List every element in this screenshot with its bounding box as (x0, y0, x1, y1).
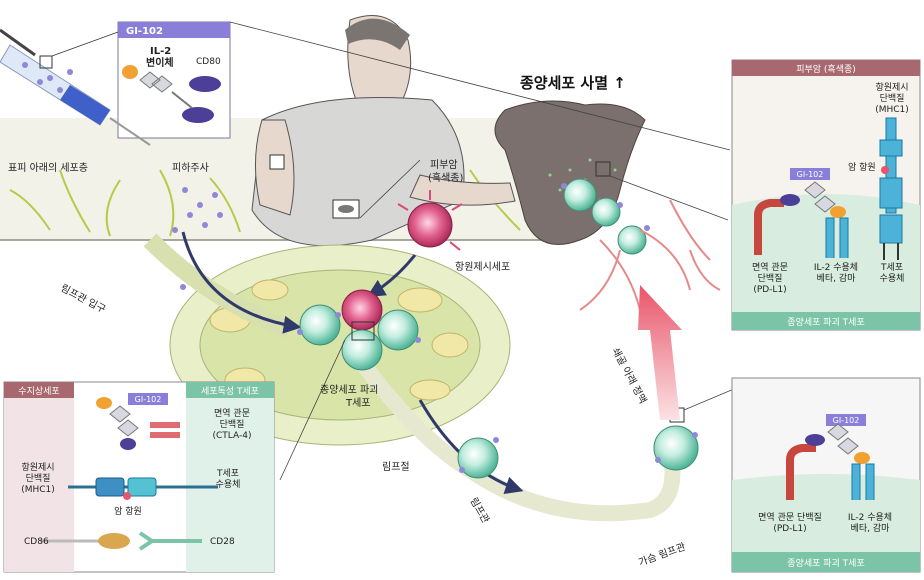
tumor (494, 100, 647, 255)
lymph-tcr-2: 수용체 (216, 479, 241, 490)
connector-lines (229, 21, 761, 481)
label-subcutaneous: 피하주사 (172, 161, 209, 174)
melanoma-tcr-2: 수용체 (880, 273, 905, 284)
lymph-mhc1-1: 항원제시 (21, 462, 54, 473)
t-cell-blood (653, 425, 699, 471)
melanoma-mhc1-3: (MHC1) (875, 105, 909, 115)
blood-il2r-2: 베타, 감마 (851, 522, 891, 534)
blood-panel: 종양세포 파괴 T세포 GI-102 면역 관문 단백질 (PD-L1) IL-… (731, 377, 921, 573)
melanoma-gi102-tag (790, 168, 830, 180)
injection-zoom: GI-102 IL-2 변이체 CD80 (117, 21, 231, 139)
label-subclavian-vein: 쇄골 아래 정맥 (609, 346, 648, 406)
melanoma-mhc1-1: 항원제시 (875, 82, 908, 93)
lymph-molecules (40, 397, 218, 551)
t-cell-node-2 (377, 309, 419, 351)
blood-gi102-label: GI-102 (833, 416, 860, 425)
lymph-panel-right-title: 세포독성 T세포 (201, 386, 259, 397)
gi102-particles (172, 183, 698, 473)
lymph-mhc1-2: 단백질 (26, 472, 51, 484)
melanoma-molecules (754, 117, 903, 260)
lymph-ctla4-3: (CTLA-4) (213, 431, 252, 441)
flow-arrow-apc (366, 254, 417, 297)
il2-variant-line2: 변이체 (146, 56, 174, 69)
lymph-cd86: CD86 (24, 537, 49, 547)
blood-molecules (786, 423, 875, 500)
label-melanoma-2: (흑색종) (428, 171, 464, 184)
t-cell-node-1 (299, 304, 341, 346)
melanoma-gi102-label: GI-102 (797, 170, 824, 179)
syringe (0, 28, 151, 146)
melanoma-panel-footer: 종양세포 파괴 T세포 (787, 317, 864, 328)
efferent-lymph-vessel (353, 355, 681, 522)
zoom-marker-node (351, 321, 375, 341)
melanoma-mhc1-2: 단백질 (880, 92, 905, 104)
lymph-panel-left-title: 수지상세포 (18, 386, 59, 397)
cd80-label: CD80 (196, 57, 221, 67)
blood-panel-footer: 종양세포 파괴 T세포 (787, 558, 864, 569)
label-lymph-vessel: 림프관 (467, 496, 491, 526)
label-lymph-inlet: 림프관 입구 (59, 281, 109, 316)
cd80-domain-bottom (182, 107, 214, 123)
flow-arrow-left (181, 231, 302, 334)
melanoma-il2r-2: 베타, 감마 (817, 272, 857, 284)
melanoma-pdl1-3: (PD-L1) (753, 285, 786, 295)
injection-header: GI-102 (126, 26, 163, 37)
apc-cell-node (341, 289, 383, 331)
lymph-ctla4-1: 면역 관문 (214, 408, 250, 419)
blood-pdl1-2: (PD-L1) (773, 524, 806, 534)
melanoma-tcr-1: T세포 (880, 262, 903, 273)
lymph-ctla4-2: 단백질 (220, 418, 245, 430)
bloodstream-arrow (638, 285, 682, 420)
lymph-tcr-1: T세포 (216, 468, 239, 479)
label-lymph-node: 림프절 (382, 460, 410, 473)
cd80-domain-top (189, 76, 221, 92)
lymph-antigen: 암 항원 (114, 505, 142, 517)
t-cell-node-3 (341, 329, 383, 371)
lymph-panel: 수지상세포 세포독성 T세포 GI-102 면역 관문 단백질 (CTLA-4)… (3, 381, 275, 573)
melanoma-pdl1-2: 단백질 (758, 272, 783, 284)
lymph-gi102-label: GI-102 (135, 395, 162, 404)
blood-pdl1-1: 면역 관문 단백질 (758, 511, 822, 523)
melanoma-panel: 피부암 (흑색종) 종양세포 파괴 T세포 항원제시 단백질 (MHC1) 암 … (731, 59, 921, 331)
label-killer-t-1: 종양세포 파괴 (320, 384, 378, 396)
t-cell-vessel (457, 437, 499, 479)
blood-vessels (579, 199, 721, 311)
melanoma-antigen: 암 항원 (848, 161, 876, 173)
melanoma-il2r-1: IL-2 수용체 (814, 262, 858, 273)
apc-cell (397, 190, 463, 251)
label-melanoma-1: 피부암 (430, 159, 458, 171)
label-thoracic-duct: 가슴 림프관 (637, 541, 687, 569)
headline: 종양세포 사멸 ↑ (520, 74, 626, 92)
blood-gi102-tag (826, 414, 866, 426)
label-epidermis: 표피 아래의 세포층 (8, 162, 88, 174)
lymph-cd28: CD28 (210, 537, 235, 547)
injection-header-bar (118, 22, 230, 38)
blood-il2r-1: IL-2 수용체 (848, 512, 892, 523)
label-killer-t-2: T세포 (345, 397, 371, 409)
lymph-gi102-tag (128, 393, 168, 405)
lymph-mhc1-3: (MHC1) (21, 485, 55, 495)
fc-domain (139, 71, 173, 93)
melanoma-pdl1-1: 면역 관문 (752, 262, 788, 273)
patient-figure (251, 15, 516, 247)
il2-domain (122, 65, 138, 79)
melanoma-panel-title: 피부암 (흑색종) (796, 63, 856, 75)
label-apc: 항원제시세포 (455, 261, 510, 273)
il2-variant-line1: IL-2 (150, 46, 171, 57)
